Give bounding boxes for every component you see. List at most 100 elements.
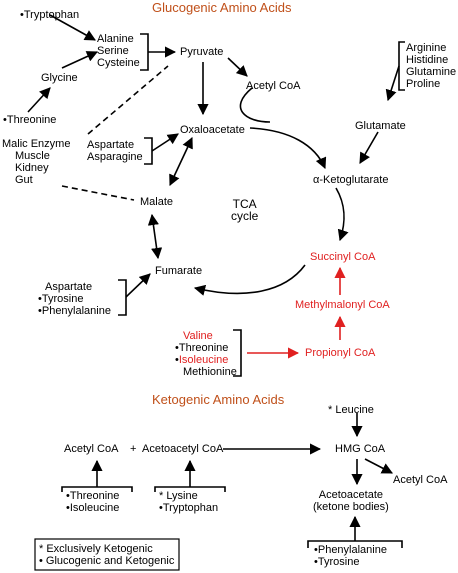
arc-to-fumarate <box>193 264 306 296</box>
alanine-label: Alanine <box>97 33 134 45</box>
arrow-glycine-to-serine <box>61 51 99 69</box>
threonine-label: •Threonine <box>3 114 57 126</box>
malate-label: Malate <box>140 196 174 208</box>
propionyl-coa-label: Propionyl CoA <box>305 347 376 359</box>
asp-asn-group: Aspartate Asparagine <box>87 139 143 163</box>
keto-isoleucine-label: •Isoleucine <box>66 502 120 514</box>
arrow-hmgcoa-to-acetylcoa <box>364 458 393 474</box>
bracket-arg-his-gln-pro <box>398 41 405 91</box>
keto-tryptophan-label: •Tryptophan <box>159 502 219 514</box>
bracket-asp-asn <box>144 137 153 165</box>
acetyl-coa-label: Acetyl CoA <box>246 80 301 92</box>
proline-label: Proline <box>406 78 441 90</box>
legend: * Exclusively Ketogenic • Glucogenic and… <box>39 543 174 567</box>
star-icon: * <box>159 490 164 502</box>
arrow-to-oxaloacetate <box>151 133 179 152</box>
phe-tyr-group: •Phenylalanine •Tyrosine <box>314 544 387 568</box>
methylmalonyl-coa-label: Methylmalonyl CoA <box>295 299 390 311</box>
arrow-threonine-to-glycine <box>27 87 51 113</box>
lys-trp-group: * Lysine •Tryptophan <box>159 490 218 514</box>
aspartate-label: Aspartate <box>87 139 135 151</box>
valine-label: Valine <box>183 330 213 342</box>
histidine-label: Histidine <box>406 54 449 66</box>
leucine-label: * Leucine <box>328 404 374 416</box>
oxaloacetate-label: Oxaloacetate <box>180 124 245 136</box>
dot-icon: • <box>66 502 70 514</box>
acetoacetate-label: Acetoacetate <box>318 489 384 501</box>
threonine-label-2: •Threonine <box>175 342 229 354</box>
pyruvate-label: Pyruvate <box>180 46 224 58</box>
acetoacetyl-coa-label: Acetoacetyl CoA <box>142 443 224 455</box>
arrow-acetylcoa-into-cycle <box>239 87 271 123</box>
arg-his-gln-pro-group: Arginine Histidine Glutamine Proline <box>406 42 456 90</box>
arrow-glutamate-to-ketoglutarate <box>359 131 379 164</box>
dot-icon: • <box>39 555 43 567</box>
dot-icon: • <box>66 490 70 502</box>
ketone-bodies-label: (ketone bodies) <box>313 501 389 513</box>
tryptophan-label: •Tryptophan <box>20 9 80 21</box>
dot-icon: • <box>159 502 163 514</box>
lysine-label: * Lysine <box>159 490 198 502</box>
arrow-malate-oxaloacetate <box>169 136 193 187</box>
alpha-ketoglutarate-label: α-Ketoglutarate <box>313 174 389 186</box>
fumarate-label: Fumarate <box>155 265 203 277</box>
star-icon: * <box>328 404 333 416</box>
glutamine-label: Glutamine <box>406 66 457 78</box>
legend-box <box>34 538 180 571</box>
arginine-label: Arginine <box>406 42 447 54</box>
legend-exclusively-ketogenic: * Exclusively Ketogenic <box>39 543 153 555</box>
keto-tyrosine-label: •Tyrosine <box>314 556 360 568</box>
star-icon: * <box>39 543 44 555</box>
arc-oxaloacetate-to-ketoglutarate <box>249 127 327 170</box>
keto-acetyl-coa-label: Acetyl CoA <box>64 443 119 455</box>
arrow-group-to-glutamate <box>385 65 400 102</box>
keto-acetyl-coa-right-label: Acetyl CoA <box>393 474 448 486</box>
glucogenic-title: Glucogenic Amino Acids <box>152 0 292 15</box>
ketogenic-title: Ketogenic Amino Acids <box>152 392 285 407</box>
thr-ile-group: •Threonine •Isoleucine <box>66 490 119 514</box>
malic-enzyme-group: Malic Enzyme Muscle Kidney Gut <box>2 138 70 186</box>
gut-label: Gut <box>15 174 33 186</box>
dot-icon: • <box>314 544 318 556</box>
arrow-tryptophan-to-alanine <box>49 14 96 41</box>
dot-icon: • <box>175 342 179 354</box>
dot-icon: • <box>314 556 318 568</box>
glutamate-label: Glutamate <box>355 120 406 132</box>
arrow-fumarate-malate <box>147 213 163 260</box>
serine-label: Serine <box>97 45 129 57</box>
malic-enzyme-label: Malic Enzyme <box>2 138 71 150</box>
dot-icon: • <box>3 114 7 126</box>
asp-tyr-phe-group: Aspartate •Tyrosine •Phenylalanine <box>38 281 111 317</box>
arrow-pyruvate-to-acetylcoa <box>227 57 248 77</box>
keto-phenylalanine-label: •Phenylalanine <box>314 544 387 556</box>
phenylalanine-label: •Phenylalanine <box>38 305 111 317</box>
bracket-asp-tyr-phe <box>118 279 127 316</box>
isoleucine-label: Isoleucine <box>178 354 229 366</box>
ala-ser-cys-group: Alanine Serine Cysteine <box>97 33 140 69</box>
glycine-label: Glycine <box>41 72 78 84</box>
muscle-label: Muscle <box>15 150 50 162</box>
arc-ketoglutarate-to-succinyl <box>335 187 349 242</box>
succinyl-coa-label: Succinyl CoA <box>310 251 376 263</box>
aspartate-label-2: Aspartate <box>45 281 93 293</box>
tca-cycle-label: TCA cycle <box>231 197 259 223</box>
dot-icon: • <box>20 9 24 21</box>
val-thr-ile-met-group: Valine •Threonine •Isoleucine Methionine <box>175 330 237 378</box>
legend-glucogenic-and-ketogenic: • Glucogenic and Ketogenic <box>39 555 175 567</box>
asparagine-label: Asparagine <box>87 151 143 163</box>
arrow-to-fumarate <box>125 273 151 298</box>
plus-sign: + <box>130 443 137 455</box>
dashed-malic-to-pyruvate <box>87 65 169 135</box>
bracket-ala-ser-cys <box>140 33 149 71</box>
cysteine-label: Cysteine <box>97 57 140 69</box>
bracket-val-thr-ile-met <box>233 329 242 377</box>
dot-icon: • <box>38 293 42 305</box>
methionine-label: Methionine <box>183 366 237 378</box>
hmg-coa-label: HMG CoA <box>335 443 386 455</box>
dashed-malic-to-malate <box>61 185 135 201</box>
dot-icon: • <box>38 305 42 317</box>
keto-threonine-label: •Threonine <box>66 490 120 502</box>
kidney-label: Kidney <box>15 162 49 174</box>
